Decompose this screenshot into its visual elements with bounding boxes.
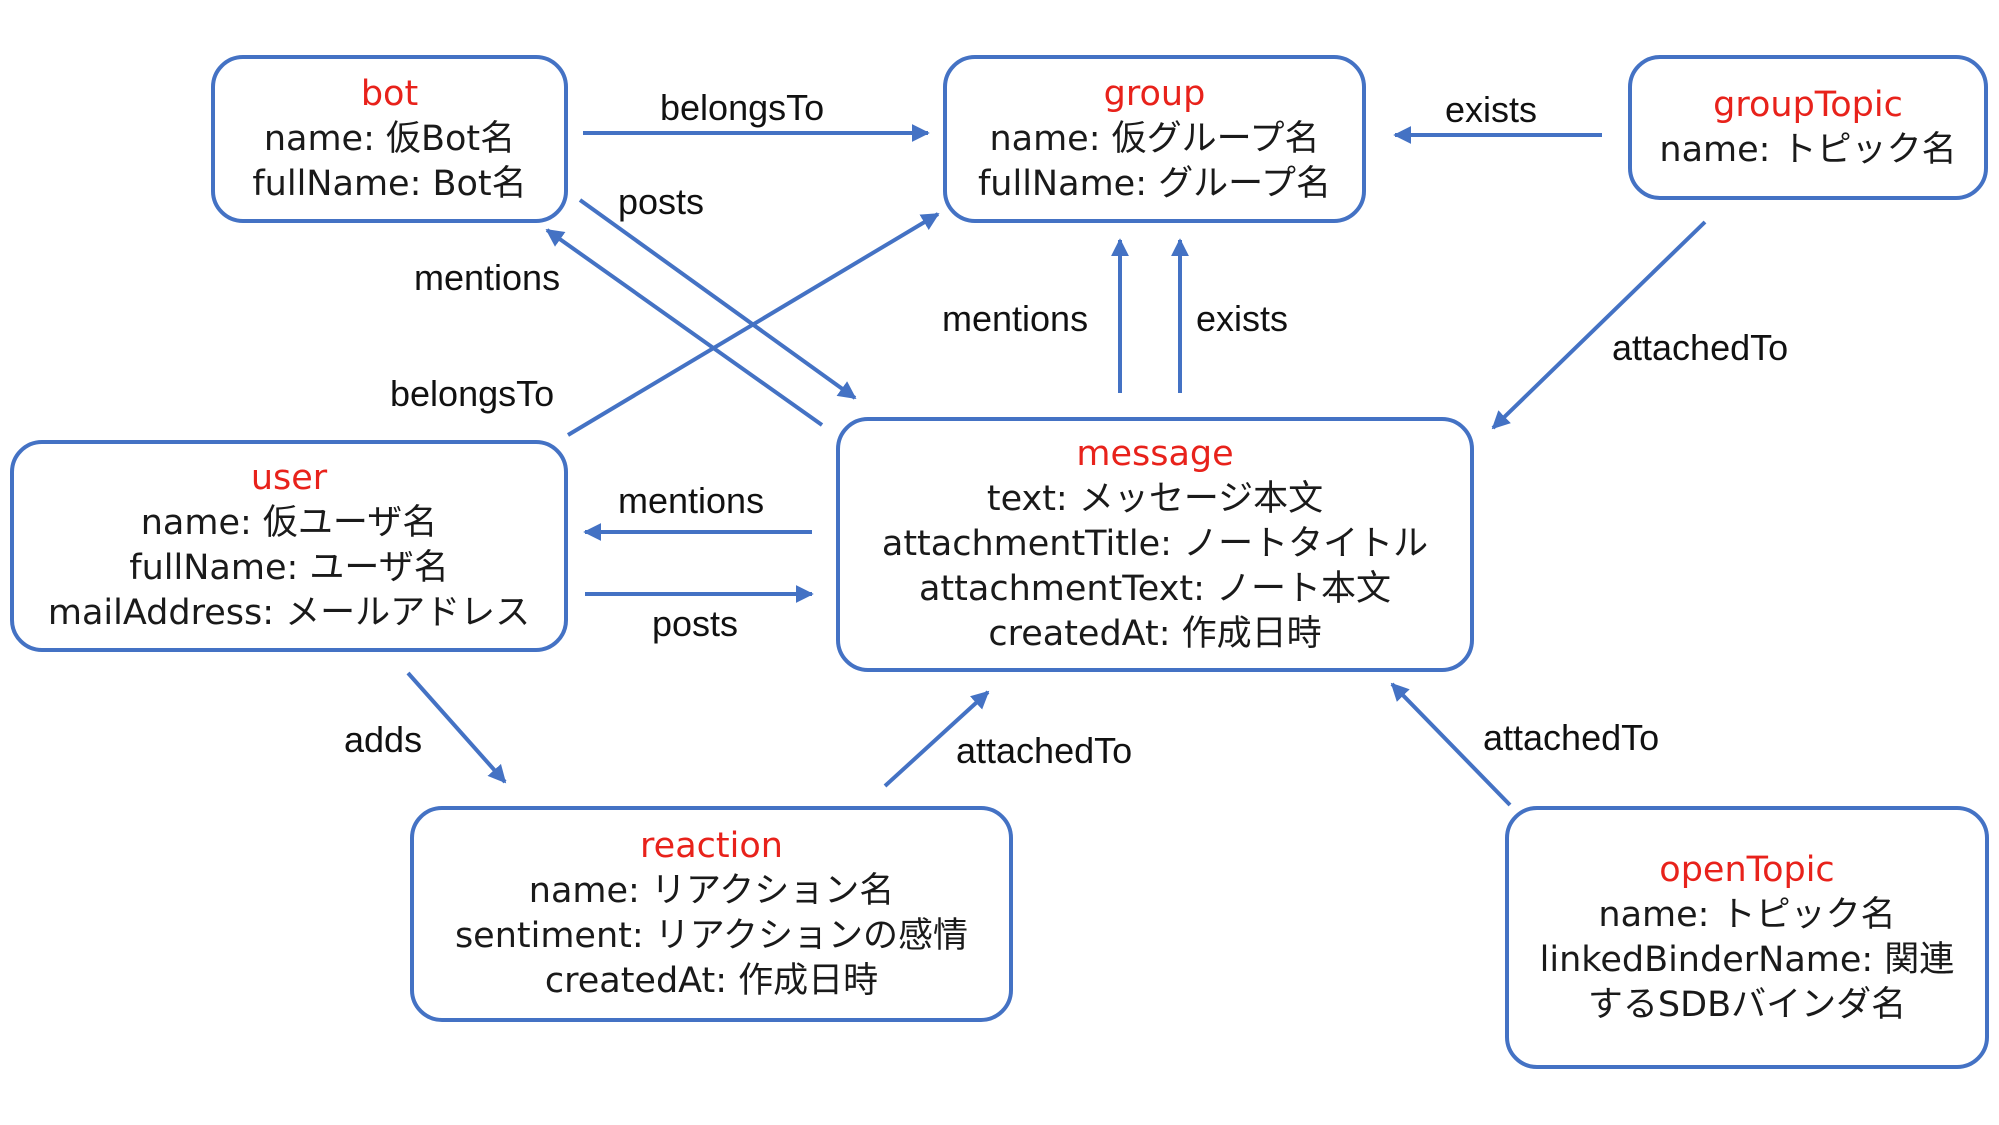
node-opentopic-attr-name: name: トピック名 (1598, 894, 1896, 935)
node-message-attr-text: text: メッセージ本文 (986, 479, 1324, 519)
node-opentopic-attr-linkedbindername-cont: するSDBバインダ名 (1587, 984, 1907, 1025)
edge-label-reaction-attachedto-message: attachedTo (956, 730, 1133, 771)
node-group-title: group (1103, 73, 1206, 114)
node-user-attr-name: name: 仮ユーザ名 (140, 503, 438, 543)
edge-label-message-exists-group: exists (1196, 298, 1289, 339)
node-reaction-attr-name: name: リアクション名 (528, 871, 895, 911)
edge-message-mentions-bot (545, 228, 824, 427)
node-message-title: message (1076, 434, 1234, 474)
edge-reaction-attachedto-message (883, 690, 990, 788)
edge-opentopic-attachedto-message (1390, 682, 1512, 807)
node-reaction-title: reaction (640, 826, 783, 866)
edge-user-belongsto-group (566, 212, 940, 437)
node-message: message text: メッセージ本文 attachmentTitle: ノ… (836, 417, 1474, 672)
node-reaction: reaction name: リアクション名 sentiment: リアクション… (410, 806, 1013, 1022)
edge-label-message-mentions-user: mentions (618, 480, 765, 521)
edge-label-user-posts-message: posts (652, 603, 739, 644)
edge-label-bot-belongsto-group: belongsTo (660, 87, 825, 128)
edge-grouptopic-attachedto-message (1491, 220, 1707, 430)
node-opentopic-title: openTopic (1659, 849, 1835, 890)
node-user-attr-fullname: fullName: ユーザ名 (129, 548, 449, 588)
edge-label-user-belongsto-group: belongsTo (390, 373, 555, 414)
edge-label-message-mentions-bot: mentions (414, 257, 561, 298)
edge-label-grouptopic-attachedto-message: attachedTo (1612, 327, 1789, 368)
node-group-attr-fullname: fullName: グループ名 (977, 163, 1332, 204)
node-message-attr-attachmenttext: attachmentText: ノート本文 (918, 569, 1391, 609)
node-user-title: user (250, 458, 328, 498)
edge-bot-posts-message (578, 198, 857, 400)
node-grouptopic-title: groupTopic (1713, 84, 1903, 125)
edge-label-message-mentions-group: mentions (942, 298, 1089, 339)
node-bot: bot name: 仮Bot名 fullName: Bot名 (211, 55, 568, 223)
node-bot-attr-fullname: fullName: Bot名 (252, 163, 527, 204)
node-bot-attr-name: name: 仮Bot名 (263, 118, 516, 159)
node-reaction-attr-createdat: createdAt: 作成日時 (544, 961, 879, 1001)
node-reaction-attr-sentiment: sentiment: リアクションの感情 (454, 916, 969, 956)
node-group: group name: 仮グループ名 fullName: グループ名 (943, 55, 1366, 223)
node-grouptopic-attr-name: name: トピック名 (1659, 129, 1957, 170)
edge-label-bot-posts-message: posts (618, 181, 705, 222)
edge-label-grouptopic-exists-group: exists (1445, 89, 1538, 130)
node-user-attr-mailaddress: mailAddress: メールアドレス (47, 593, 531, 633)
node-bot-title: bot (360, 73, 419, 114)
node-group-attr-name: name: 仮グループ名 (989, 118, 1320, 159)
edge-user-adds-reaction (406, 671, 507, 784)
node-message-attr-attachmenttitle: attachmentTitle: ノートタイトル (881, 524, 1429, 564)
edge-label-user-adds-reaction: adds (344, 719, 423, 760)
node-opentopic: openTopic name: トピック名 linkedBinderName: … (1505, 806, 1989, 1069)
node-grouptopic: groupTopic name: トピック名 (1628, 55, 1988, 200)
node-user: user name: 仮ユーザ名 fullName: ユーザ名 mailAddr… (10, 440, 568, 652)
node-opentopic-attr-linkedbindername: linkedBinderName: 関連 (1539, 939, 1955, 980)
node-message-attr-createdat: createdAt: 作成日時 (988, 614, 1322, 654)
edge-label-opentopic-attachedto-message: attachedTo (1483, 717, 1660, 758)
